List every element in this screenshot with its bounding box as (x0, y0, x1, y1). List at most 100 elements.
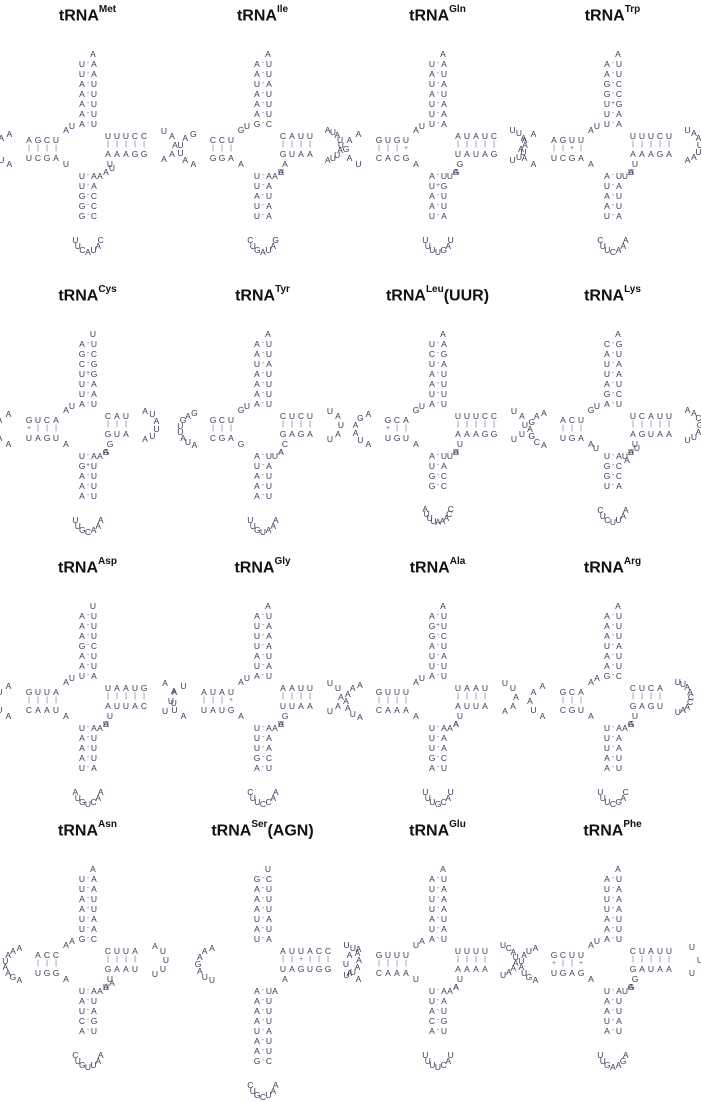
t-stem-top: U (481, 946, 489, 956)
base-pair-bond: - (261, 935, 265, 942)
acceptor-5prime: U (78, 924, 86, 934)
t-stem-bottom: U (306, 964, 314, 974)
t-stem-bottom: A (639, 964, 645, 974)
d-loop-base: U (177, 148, 184, 159)
connector-base: G (412, 405, 420, 415)
t-stem-top: U (122, 411, 130, 421)
anticodon-stem-3prime: C (90, 201, 98, 211)
variable-loop-base: A (624, 455, 630, 465)
acceptor-5prime: U (428, 59, 436, 69)
d-stem-top: U (393, 950, 401, 960)
acceptor-5prime: A (604, 379, 610, 389)
d-stem-top: A (560, 415, 566, 425)
d-stem-top: U (384, 950, 392, 960)
trna-label: tRNA (409, 559, 450, 577)
base-pair-bond: - (436, 340, 440, 347)
acceptor-3prime: G (615, 99, 623, 109)
acceptor-5prime: A (254, 69, 260, 79)
base-pair-bond: | (46, 145, 48, 152)
t-stem-bottom: G (629, 964, 637, 974)
anticodon-stem-5prime: G (428, 471, 436, 481)
d-loop-base: A (533, 411, 540, 422)
t-loop-base: A (324, 125, 331, 136)
anticodon-stem-5prime: A (254, 1016, 260, 1026)
anticodon-stem-3prime: A (266, 201, 272, 211)
acceptor-3prime: A (91, 59, 97, 69)
base-pair-bond: - (436, 120, 440, 127)
wobble-pair-mark: + (578, 960, 584, 967)
t-stem-bottom: A (666, 429, 672, 439)
d-stem-top: U (577, 135, 585, 145)
t-stem-bottom: A (114, 964, 120, 974)
t-stem-top: U (638, 946, 646, 956)
acceptor-3prime: A (91, 69, 97, 79)
d-loop-base: A (0, 132, 5, 143)
anticodon-stem-5prime: A (604, 996, 610, 1006)
wobble-pair-mark: + (551, 960, 557, 967)
anticodon-loop-base: C (247, 234, 254, 245)
anticodon-stem-5prime: A (254, 1006, 260, 1016)
t-loop-base: A (684, 154, 691, 165)
d-stem-bottom: G (227, 705, 235, 715)
base-pair-bond: - (86, 652, 90, 659)
acceptor-3prime: U (265, 611, 273, 621)
acceptor-5prime: A (254, 99, 260, 109)
anticodon-stem-3prime: A (616, 733, 622, 743)
acceptor-3prime: U (90, 99, 98, 109)
acceptor-3prime: A (441, 119, 447, 129)
t-stem-bottom: U (279, 701, 287, 711)
t-stem-bottom: G (104, 964, 112, 974)
t-loop-base: U (501, 677, 509, 688)
anticodon-loop-base: U (424, 1055, 431, 1066)
d-loop-base: A (527, 696, 533, 706)
acceptor-5prime: G (253, 874, 261, 884)
base-pair-bond: - (86, 110, 90, 117)
acceptor-5prime: G (78, 641, 86, 651)
d-stem-bottom: G (43, 153, 51, 163)
acceptor-3prime: U (440, 611, 448, 621)
base-pair-bond: - (611, 935, 615, 942)
t-loop-base: A (170, 686, 177, 697)
t-stem-bottom: A (105, 149, 111, 159)
d-loop-base: A (5, 439, 12, 450)
base-pair-bond: - (436, 724, 440, 731)
d-stem-top: G (393, 135, 401, 145)
base-pair-bond: | (493, 421, 495, 428)
d-stem-bottom: A (53, 153, 59, 163)
t-loop-base: U (329, 152, 337, 163)
base-pair-bond: | (632, 956, 634, 963)
t-stem-bottom: U (279, 964, 287, 974)
discriminator-base: U (89, 329, 97, 339)
anticodon-loop-base: U (434, 1062, 442, 1072)
connector-base: U (412, 974, 420, 984)
anticodon-stem-3prime: U (615, 1026, 623, 1036)
anticodon-stem-5prime: U (603, 723, 611, 733)
base-pair-bond: | (309, 956, 311, 963)
t-stem-bottom: A (482, 149, 488, 159)
t-stem-top: G (140, 683, 148, 693)
trna-title: tRNAAsp (0, 556, 175, 577)
anticodon-stem-3prime: U (265, 451, 273, 461)
anticodon-loop-base: A (270, 520, 276, 531)
base-pair-bond: | (221, 145, 223, 152)
d-loop-base: U (349, 708, 356, 719)
acceptor-5prime: U (428, 894, 436, 904)
t-loop-base: A (142, 405, 148, 416)
wobble-pair-mark: + (26, 425, 32, 432)
d-stem-bottom: C (393, 153, 401, 163)
anticodon-stem-5prime: A (604, 191, 610, 201)
anticodon-stem-3prime: U (265, 191, 273, 201)
acceptor-3prime: U (440, 641, 448, 651)
acceptor-3prime: A (91, 389, 97, 399)
base-pair-bond: - (611, 734, 615, 741)
base-pair-bond: | (484, 693, 486, 700)
acceptor-3prime: U (265, 399, 273, 409)
acceptor-3prime: U (440, 914, 448, 924)
t-stem-bottom: A (298, 149, 304, 159)
t-stem-top: U (297, 683, 305, 693)
anticodon-loop-base: A (445, 240, 451, 251)
acceptor-3prime: A (91, 379, 97, 389)
connector-base: A (588, 974, 594, 984)
t-stem-top: A (123, 683, 129, 693)
t-loop-base: A (522, 140, 528, 150)
